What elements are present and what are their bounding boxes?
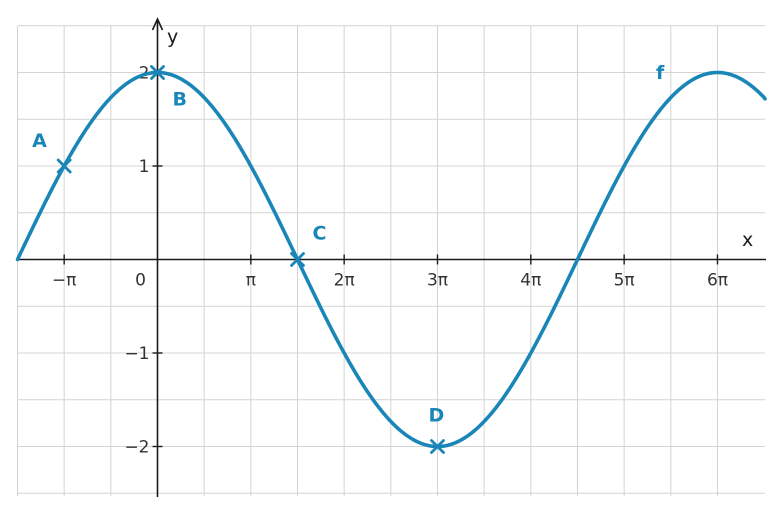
x-tick-label: 2π [334,271,355,291]
cross-icon [290,252,305,267]
point-label-a: A [32,130,47,152]
x-tick-label: 5π [614,271,635,291]
x-axis-label: x [742,229,753,251]
cross-icon [150,65,165,80]
x-tick-label: 3π [427,271,448,291]
point-label-b: B [173,89,187,111]
grid [17,25,765,496]
y-axis-label: y [167,26,178,48]
cross-icon [430,439,445,454]
y-tick-label: 1 [139,157,150,177]
function-curve-f [15,70,767,449]
x-tick-label: 4π [520,271,541,291]
curve-layer: f [15,62,767,449]
x-tick-label: π [246,271,256,291]
axes: xy [18,17,766,497]
point-b-marker [150,65,165,80]
point-c-marker [290,252,305,267]
y-tick-label: −1 [124,344,149,364]
point-label-d: D [428,405,444,427]
x-tick-label: 6π [707,271,728,291]
x-tick-label: 0 [135,271,146,291]
point-d-marker [430,439,445,454]
curve-label-f: f [656,62,665,84]
points-layer: A B C D [32,65,445,454]
y-tick-label: −2 [124,438,149,458]
cross-icon [56,158,72,174]
y-axis-arrow-icon [151,17,164,31]
point-a-marker [56,158,72,174]
point-label-c: C [312,223,326,245]
x-tick-label: −π [52,271,76,291]
